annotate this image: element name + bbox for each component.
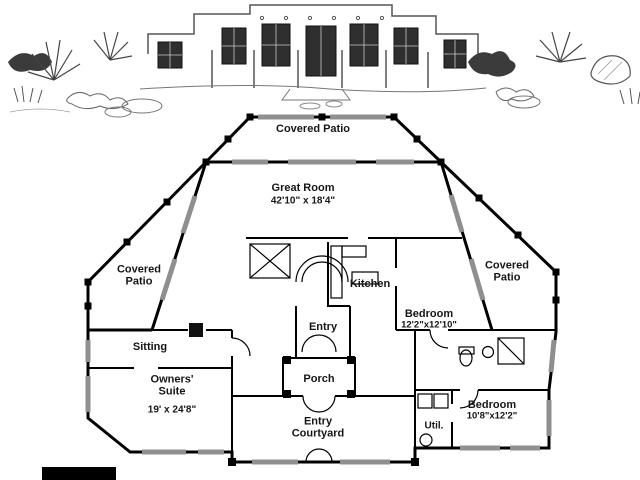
grass-right bbox=[619, 87, 640, 105]
sketch-stone bbox=[299, 102, 321, 110]
floor-plan-walls bbox=[84, 113, 560, 466]
bush-right bbox=[495, 87, 535, 102]
sketch-stone bbox=[325, 100, 343, 108]
sketch-vigas bbox=[259, 15, 385, 21]
patio-columns bbox=[84, 113, 560, 466]
house-sketch bbox=[8, 4, 640, 118]
grass-left bbox=[13, 85, 43, 104]
dark-foliage-left bbox=[8, 53, 52, 72]
ground-scribble-left bbox=[9, 108, 71, 113]
sketch-ground-line bbox=[139, 85, 487, 93]
sketch-porch-posts bbox=[211, 50, 429, 88]
kitchen-counter bbox=[330, 245, 343, 299]
closet bbox=[249, 243, 291, 279]
kitchen-counter bbox=[341, 245, 367, 258]
right-wing-wall bbox=[439, 161, 494, 331]
shower bbox=[497, 337, 525, 365]
entry-curved-wall bbox=[295, 255, 349, 283]
bath-sink bbox=[481, 345, 495, 359]
boulder-hatch bbox=[597, 59, 623, 81]
sketch-walkway bbox=[281, 88, 351, 101]
yucca-plant-left-1 bbox=[27, 39, 81, 81]
door-swing-arcs bbox=[231, 329, 479, 463]
bush-left bbox=[66, 92, 129, 110]
interior-walls bbox=[88, 237, 556, 462]
rock-left bbox=[121, 98, 163, 114]
sketch-window-mullions bbox=[158, 24, 466, 76]
closet-rods bbox=[249, 243, 291, 279]
rock-right bbox=[507, 95, 541, 109]
kitchen-island bbox=[351, 271, 379, 285]
plan-details bbox=[231, 243, 525, 463]
rock-left bbox=[104, 106, 132, 118]
shower-diagonal bbox=[497, 337, 525, 365]
publisher-logo-bar bbox=[42, 467, 116, 480]
dryer bbox=[433, 393, 449, 409]
sketch-facade-outline bbox=[147, 4, 479, 56]
sketch-windows bbox=[157, 23, 467, 77]
window-segments bbox=[85, 114, 557, 465]
water-heater bbox=[419, 433, 433, 447]
left-wing-wall bbox=[88, 161, 208, 332]
fireplace bbox=[189, 323, 203, 337]
dark-foliage-right bbox=[468, 51, 516, 77]
boulder-right bbox=[590, 55, 631, 85]
exterior-wall-outline bbox=[86, 115, 558, 464]
washer bbox=[417, 393, 433, 409]
yucca-plant-left-2 bbox=[93, 31, 133, 61]
yucca-plant-right bbox=[535, 31, 587, 63]
toilet bbox=[459, 349, 473, 367]
toilet-tank bbox=[458, 346, 475, 355]
